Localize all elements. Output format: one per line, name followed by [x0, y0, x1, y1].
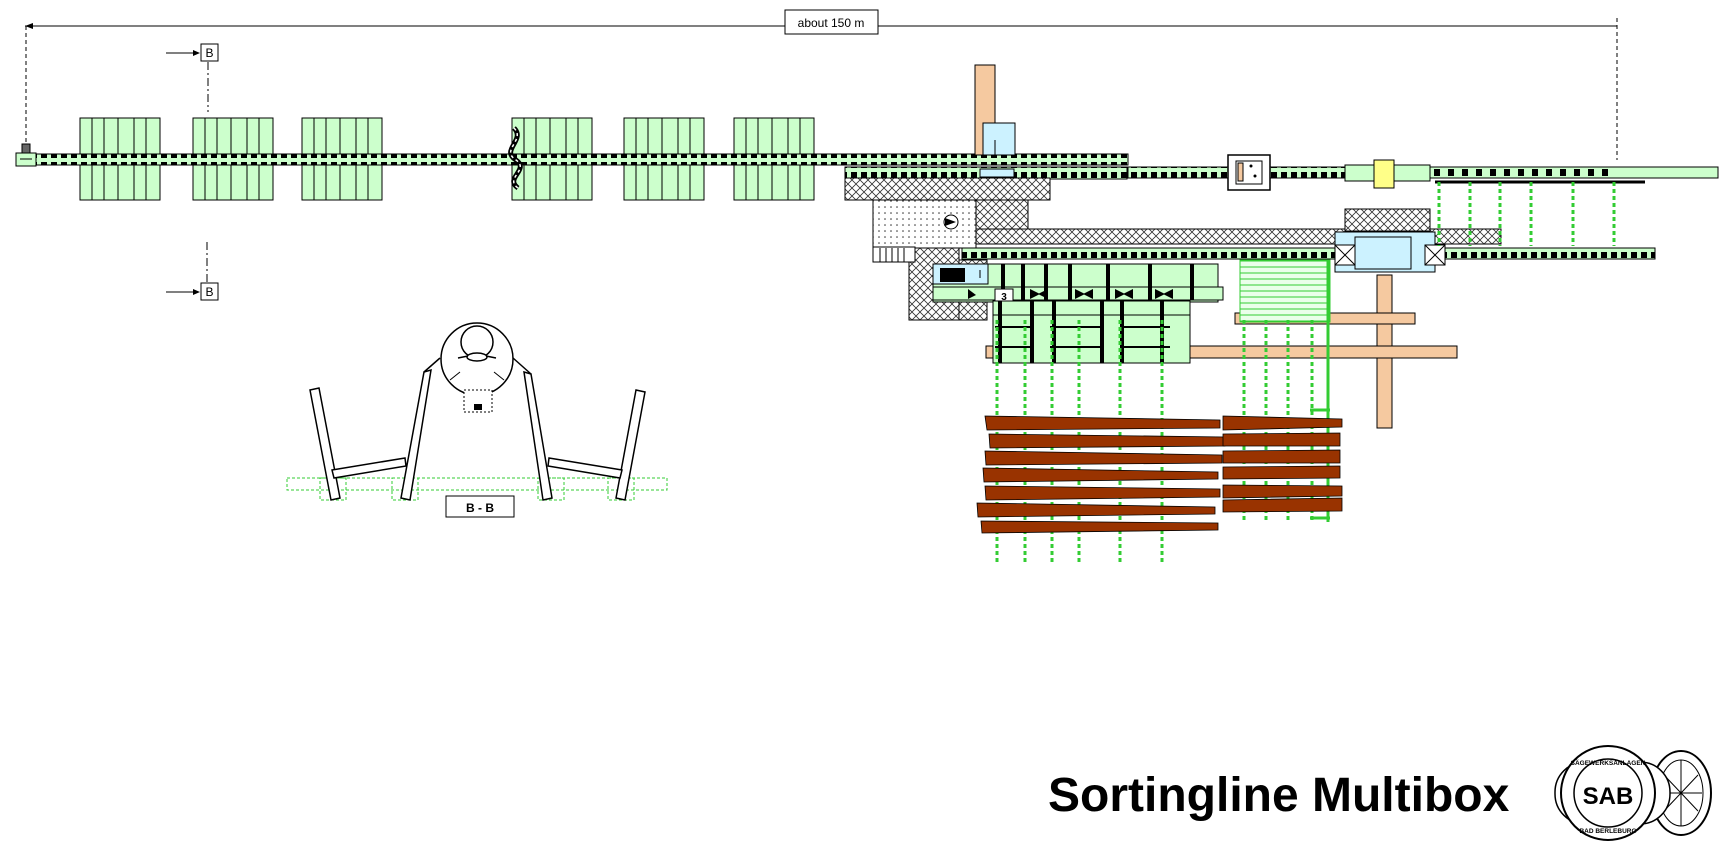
transfer-conveyor-lower: [961, 247, 1656, 260]
drawing-title: Sortingline Multibox: [1048, 769, 1510, 822]
board-turner: [508, 126, 523, 191]
dimension-line: about 150 m: [25, 9, 1618, 160]
timber-stack-right: [1222, 415, 1343, 513]
yellow-station: [1344, 159, 1431, 189]
scanner-unit: [1227, 154, 1271, 191]
vertical-beam-top: [974, 64, 1016, 156]
section-marker-bottom-label: B: [205, 285, 213, 299]
green-tray-area: [1239, 259, 1331, 522]
sab-logo: SAB SÄGEWERKSANLAGEN BAD BERLEBURG: [1554, 745, 1712, 841]
section-marker-bottom: B: [166, 242, 219, 301]
station-number: 3: [1001, 292, 1007, 303]
timber-stack-left: [976, 415, 1226, 534]
dimension-label: about 150 m: [798, 16, 865, 30]
operator-symbol: [943, 214, 959, 230]
section-marker-top-label: B: [205, 46, 213, 60]
section-marker-top: B: [166, 43, 219, 112]
logo-ring-top: SÄGEWERKSANLAGEN: [1571, 759, 1646, 767]
logo-initials: SAB: [1583, 783, 1634, 810]
hatched-platforms: [844, 177, 1502, 321]
logo-ring-bottom: BAD BERLEBURG: [1579, 828, 1636, 835]
section-view-bb: B - B: [286, 322, 668, 518]
centering-station: [1334, 231, 1446, 273]
section-view-label: B - B: [466, 501, 494, 515]
